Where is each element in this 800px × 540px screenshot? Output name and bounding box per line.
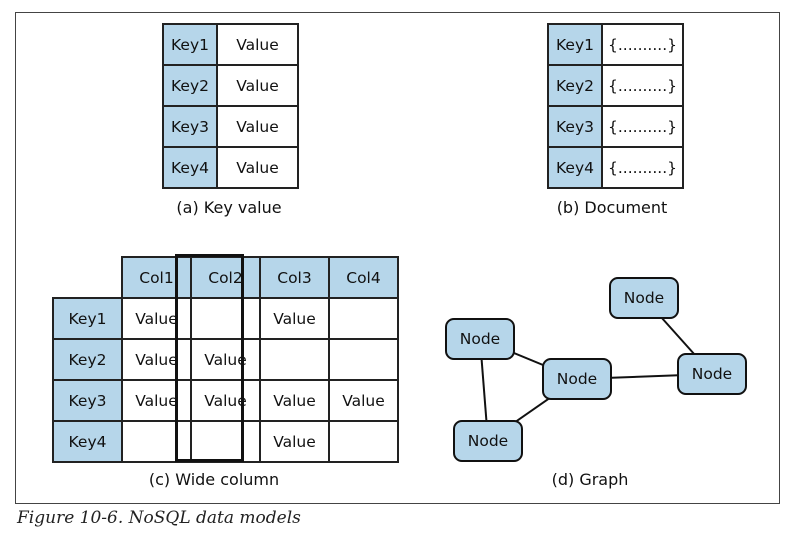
graph-node: Node <box>453 420 523 462</box>
table-row: Key3 Value <box>162 105 299 148</box>
document-cell: {..........} <box>601 23 684 66</box>
table-row: Key1 Value <box>162 23 299 66</box>
value-cell: Value <box>190 338 261 381</box>
table-row: Key2 {..........} <box>547 64 684 107</box>
key-cell: Key2 <box>547 64 603 107</box>
key-cell: Key4 <box>52 420 123 463</box>
table-row: Key3 Value Value Value Value <box>52 379 399 422</box>
key-cell: Key4 <box>162 146 218 189</box>
document-cell: {..........} <box>601 146 684 189</box>
column-header: Col4 <box>328 256 399 299</box>
document-caption: (b) Document <box>556 198 668 217</box>
value-cell <box>328 420 399 463</box>
value-cell: Value <box>328 379 399 422</box>
graph-node: Node <box>677 353 747 395</box>
value-cell: Value <box>121 338 192 381</box>
value-cell: Value <box>121 379 192 422</box>
column-header: Col3 <box>259 256 330 299</box>
graph-node: Node <box>609 277 679 319</box>
column-header: Col2 <box>190 256 261 299</box>
table-row: Key4 Value <box>162 146 299 189</box>
figure-caption: Figure 10-6. NoSQL data models <box>17 508 301 528</box>
key-value-caption: (a) Key value <box>176 198 282 217</box>
table-row: Key3 {..........} <box>547 105 684 148</box>
graph-node: Node <box>542 358 612 400</box>
value-cell: Value <box>190 379 261 422</box>
graph-node-box <box>445 318 515 360</box>
table-row: Key2 Value <box>162 64 299 107</box>
table-row: Key1 Value Value <box>52 297 399 340</box>
value-cell: Value <box>216 23 299 66</box>
graph-node-label: Node <box>692 365 732 383</box>
key-cell: Key1 <box>52 297 123 340</box>
key-value-table: Key1 Value Key2 Value Key3 Value Key4 Va… <box>162 23 299 189</box>
value-cell <box>190 297 261 340</box>
table-row: Key4 Value <box>52 420 399 463</box>
graph-node-box <box>609 277 679 319</box>
value-cell: Value <box>259 297 330 340</box>
graph-node-box <box>677 353 747 395</box>
wide-column-caption: (c) Wide column <box>148 470 280 489</box>
wide-column-table: Col1 Col2 Col3 Col4 Key1 Value Value Key… <box>52 256 399 463</box>
graph-node-label: Node <box>468 432 508 450</box>
key-cell: Key4 <box>547 146 603 189</box>
value-cell <box>328 297 399 340</box>
value-cell: Value <box>216 105 299 148</box>
value-cell <box>259 338 330 381</box>
document-table: Key1 {..........} Key2 {..........} Key3… <box>547 23 684 189</box>
key-cell: Key3 <box>162 105 218 148</box>
key-cell: Key2 <box>52 338 123 381</box>
value-cell <box>121 420 192 463</box>
value-cell <box>190 420 261 463</box>
key-cell: Key2 <box>162 64 218 107</box>
value-cell: Value <box>216 146 299 189</box>
table-row: Key2 Value Value <box>52 338 399 381</box>
value-cell: Value <box>259 420 330 463</box>
value-cell: Value <box>216 64 299 107</box>
graph-caption: (d) Graph <box>551 470 629 489</box>
key-cell: Key1 <box>162 23 218 66</box>
document-cell: {..........} <box>601 64 684 107</box>
value-cell <box>328 338 399 381</box>
key-cell: Key3 <box>547 105 603 148</box>
table-row: Key4 {..........} <box>547 146 684 189</box>
table-row: Key1 {..........} <box>547 23 684 66</box>
graph-node-label: Node <box>460 330 500 348</box>
graph-node-box <box>542 358 612 400</box>
graph-node-box <box>453 420 523 462</box>
key-cell: Key1 <box>547 23 603 66</box>
graph-node-label: Node <box>624 289 664 307</box>
header-row: Col1 Col2 Col3 Col4 <box>53 256 399 299</box>
key-cell: Key3 <box>52 379 123 422</box>
value-cell: Value <box>259 379 330 422</box>
graph-node: Node <box>445 318 515 360</box>
column-header: Col1 <box>121 256 192 299</box>
document-cell: {..........} <box>601 105 684 148</box>
value-cell: Value <box>121 297 192 340</box>
graph-node-label: Node <box>557 370 597 388</box>
